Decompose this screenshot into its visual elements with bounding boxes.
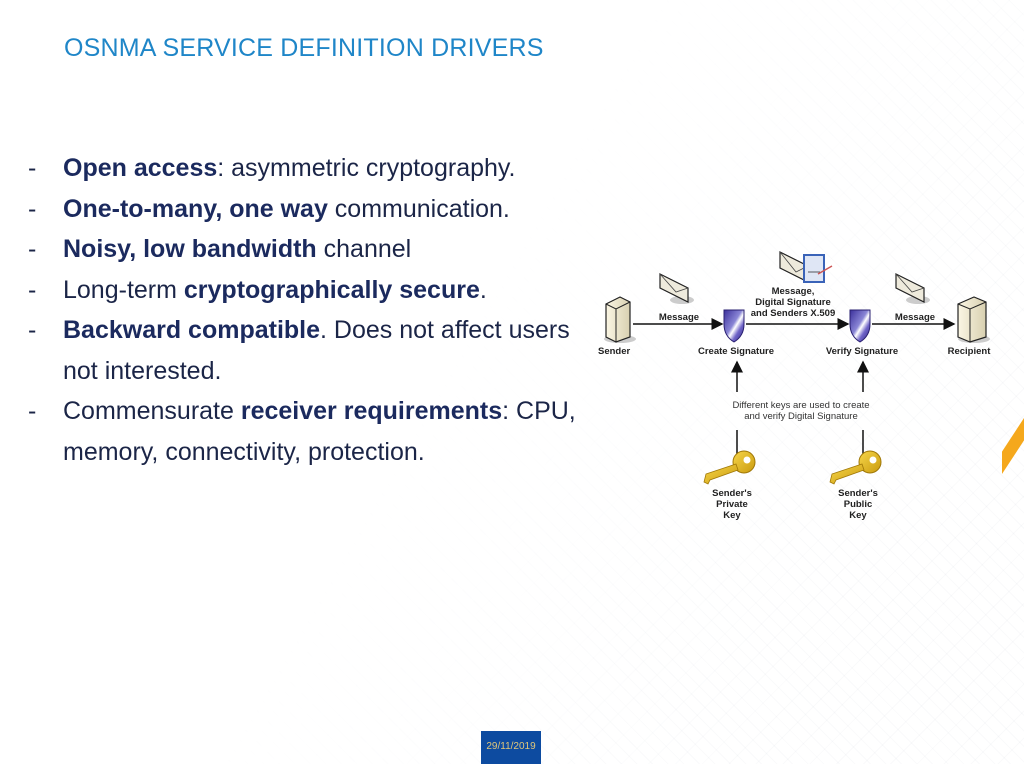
bullet-item: -Open access: asymmetric cryptography. xyxy=(28,148,588,189)
bullet-text: : asymmetric cryptography. xyxy=(217,154,516,182)
sender-server-icon xyxy=(604,296,636,343)
footer-date-badge: 29/11/2019 xyxy=(481,731,541,764)
bullet-bold-text: Noisy, low bandwidth xyxy=(63,235,317,263)
create-signature-shield-icon xyxy=(723,309,745,343)
signed-message-line: Digital Signature xyxy=(755,297,831,308)
bullet-bold-text: One-to-many, one way xyxy=(63,194,328,223)
message-label: Message xyxy=(894,312,936,323)
bullet-item: -Backward compatible. Does not affect us… xyxy=(28,310,588,391)
bullet-text: communication. xyxy=(327,194,510,223)
public-key-label-line: Public xyxy=(843,499,873,510)
bullet-text: : CPU, memory, connectivity, protection. xyxy=(63,397,576,466)
signed-document-icon xyxy=(779,251,833,283)
bullet-bold-text: Backward compatible xyxy=(63,316,321,344)
recipient-server-icon xyxy=(957,296,990,343)
signed-message-line: Message, xyxy=(771,286,815,297)
bullet-bold-text: cryptographically secure xyxy=(183,275,480,304)
bullet-bold-text: Open access xyxy=(63,154,218,182)
bullet-dash: - xyxy=(28,275,37,304)
slide-title: OSNMA SERVICE DEFINITION DRIVERS xyxy=(64,34,544,62)
public-key-label-line: Key xyxy=(849,510,867,521)
envelope-icon xyxy=(659,273,694,304)
digital-signature-diagram: Message Sender Create Signature Message,… xyxy=(598,242,998,527)
signed-message-label: Message, Digital Signature and Senders X… xyxy=(748,286,838,319)
bullet-text: . Does not affect users not interested. xyxy=(63,316,570,385)
private-key-label-line: Sender's xyxy=(712,488,752,499)
bullet-dash: - xyxy=(28,235,37,263)
bullet-text: channel xyxy=(316,235,412,263)
private-key-label-line: Key xyxy=(723,510,741,521)
bullet-text: . xyxy=(479,275,487,304)
bullet-item: -Noisy, low bandwidth channel xyxy=(28,229,588,270)
verify-signature-shield-icon xyxy=(849,309,871,343)
private-key-label-line: Private xyxy=(716,499,748,510)
recipient-label: Recipient xyxy=(947,346,991,357)
keys-note-line: and verify Digital Signature xyxy=(744,411,858,422)
bullet-dash: - xyxy=(28,397,37,425)
diagram-graphics xyxy=(604,251,990,485)
envelope-icon xyxy=(895,273,930,304)
public-key-label: Sender's Public Key xyxy=(828,488,888,521)
public-key-icon xyxy=(829,450,882,485)
bullet-text: Long-term xyxy=(63,275,184,304)
sender-label: Sender xyxy=(598,346,631,357)
keys-note: Different keys are used to create and ve… xyxy=(716,400,886,422)
bullet-item: -Long-term cryptographically secure. xyxy=(28,270,588,311)
private-key-icon xyxy=(703,450,756,485)
verify-signature-label: Verify Signature xyxy=(825,346,899,357)
bullet-list: -Open access: asymmetric cryptography. -… xyxy=(28,148,588,472)
bullet-item: -One-to-many, one way communication. xyxy=(28,189,588,230)
message-label: Message xyxy=(658,312,700,323)
bullet-dash: - xyxy=(28,316,37,344)
keys-note-line: Different keys are used to create xyxy=(732,400,870,411)
bullet-item: -Commensurate receiver requirements: CPU… xyxy=(28,391,588,472)
bullet-dash: - xyxy=(28,194,37,223)
create-signature-label: Create Signature xyxy=(697,346,775,357)
private-key-label: Sender's Private Key xyxy=(702,488,762,521)
bullet-bold-text: receiver requirements xyxy=(240,397,503,425)
signed-message-line: and Senders X.509 xyxy=(750,308,836,319)
bullet-dash: - xyxy=(28,154,37,182)
bullet-text: Commensurate xyxy=(63,397,241,425)
public-key-label-line: Sender's xyxy=(838,488,878,499)
